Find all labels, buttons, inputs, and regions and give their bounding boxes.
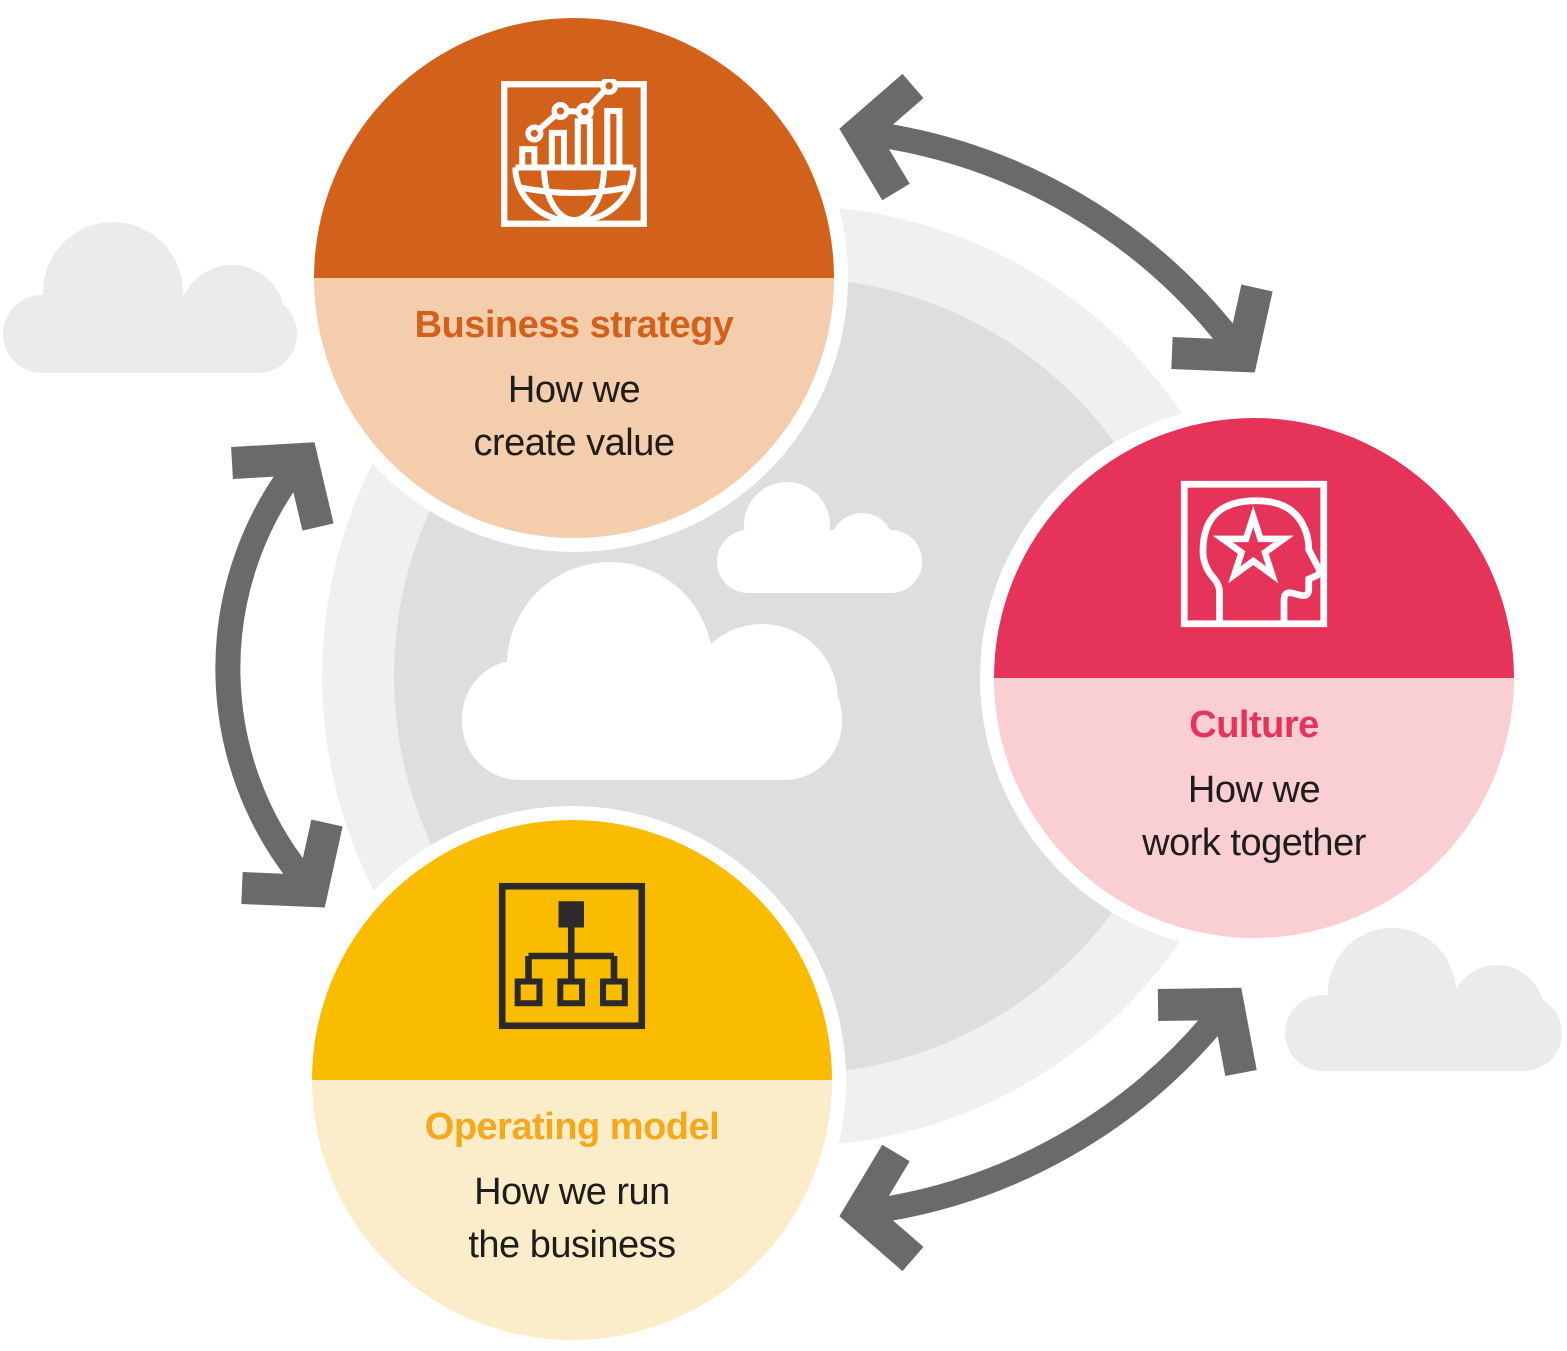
arrowhead-icon (839, 1144, 924, 1272)
node-business-strategy-colored-half (314, 18, 834, 278)
node-culture: Culture How we work together (994, 418, 1514, 938)
growth-chart-globe-icon (501, 79, 647, 227)
arrow-business-to-culture (839, 73, 1273, 373)
node-culture-colored-half (994, 418, 1514, 678)
arrowhead-icon (1157, 987, 1257, 1076)
arrowhead-icon (839, 73, 924, 201)
node-operating-model-light-half (312, 1080, 832, 1340)
cloud-top-left-icon (3, 222, 297, 373)
node-title: Business strategy (414, 304, 734, 346)
node-description-line: create value (473, 422, 675, 464)
node-title: Operating model (424, 1106, 720, 1148)
node-operating-model: Operating model How we run the business (312, 820, 832, 1340)
node-description-line: work together (1142, 822, 1366, 864)
node-description-line: How we (507, 369, 641, 411)
head-with-star-icon (1180, 480, 1328, 628)
cloud-center-large-icon (462, 562, 842, 780)
org-chart-icon (498, 882, 646, 1030)
arrowhead-icon (231, 442, 334, 531)
node-business-strategy: Business strategy How we create value (314, 18, 834, 538)
cloud-bottom-right-icon (1285, 928, 1562, 1071)
node-description-line: How we (1187, 769, 1321, 811)
arrow-operating-to-culture (839, 987, 1257, 1272)
node-description-line: How we run (474, 1171, 670, 1213)
node-title: Culture (1189, 704, 1319, 746)
arrowhead-icon (1171, 284, 1273, 373)
node-description-line: the business (468, 1224, 676, 1266)
node-business-strategy-light-half (314, 278, 834, 538)
node-culture-light-half (994, 678, 1514, 938)
